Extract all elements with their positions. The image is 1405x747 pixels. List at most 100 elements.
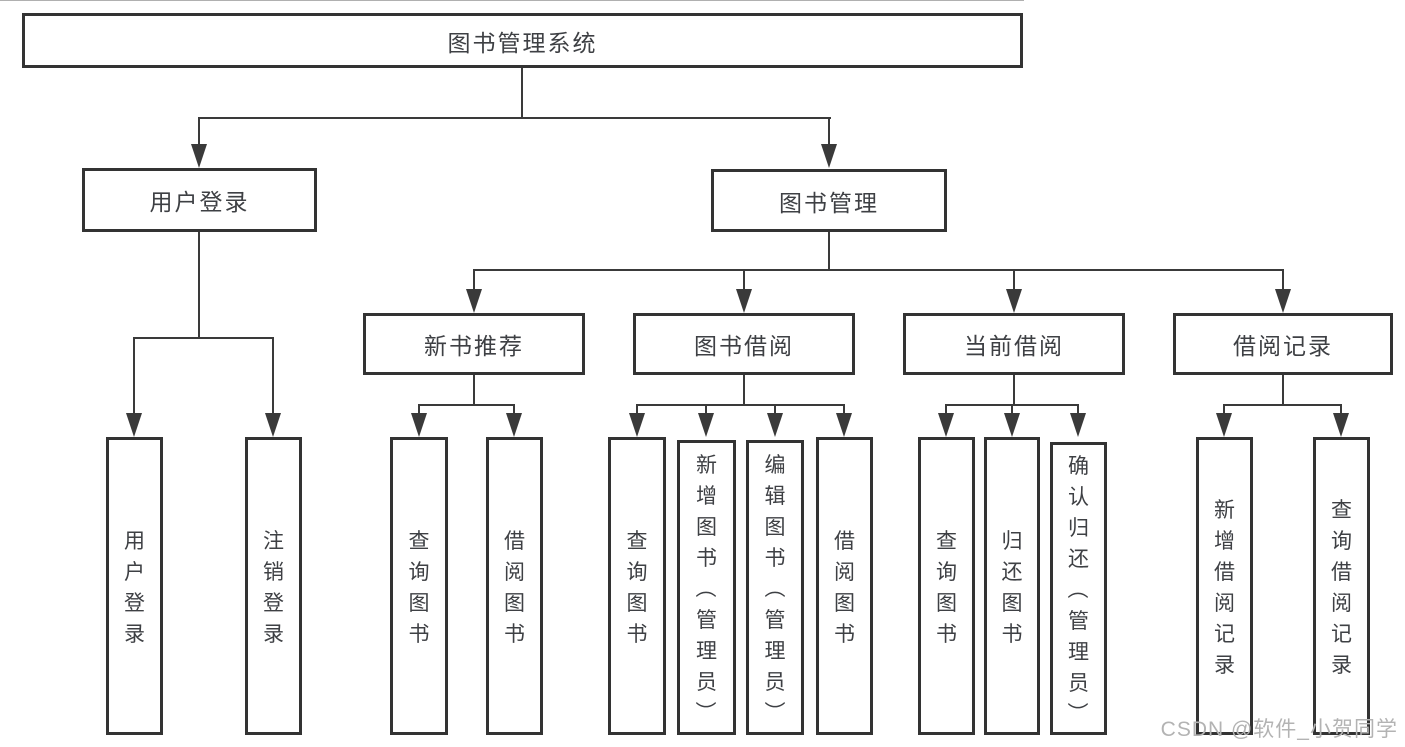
vertical-char: 理 <box>696 639 717 663</box>
vertical-char: 书 <box>936 622 957 646</box>
connector-bookmgmt-shaft <box>743 269 745 291</box>
vertical-char: 编 <box>764 453 786 477</box>
vertical-char: 新 <box>696 453 717 477</box>
vertical-char: 户 <box>124 560 145 584</box>
arrow-down-icon <box>466 289 482 313</box>
vertical-char: 注 <box>263 529 284 553</box>
vertical-char: 增 <box>696 484 717 508</box>
vertical-char: 登 <box>263 591 284 615</box>
vertical-char: 书 <box>764 546 786 570</box>
leaf-borrow-query-books: 查询图书 <box>608 437 666 735</box>
vertical-char: 查 <box>1331 498 1352 522</box>
vertical-char: 录 <box>1331 653 1352 677</box>
vertical-char: 询 <box>936 560 957 584</box>
leaf-current-confirm-return-admin: 确认归还（管理员） <box>1050 442 1107 735</box>
top-hairline <box>0 0 1024 1</box>
vertical-char: 图 <box>834 591 855 615</box>
vertical-char: 查 <box>408 529 430 553</box>
vertical-char: 管 <box>764 608 786 632</box>
arrow-down-icon <box>1216 413 1232 437</box>
leaf-current-query-books: 查询图书 <box>918 437 975 735</box>
leaf-logout: 注销登录 <box>245 437 302 735</box>
arrow-down-icon <box>1006 289 1022 313</box>
arrow-down-icon <box>506 413 522 437</box>
connector-root-vline <box>521 68 523 118</box>
arrow-down-icon <box>411 413 427 437</box>
arrow-down-icon <box>821 144 837 168</box>
arrow-down-icon <box>767 413 783 437</box>
connector-current-shaft <box>1077 404 1079 415</box>
node-book-management-label: 图书管理 <box>779 189 879 216</box>
node-book-borrow: 图书借阅 <box>633 313 855 375</box>
connector-userlogin-shaft <box>133 337 135 415</box>
vertical-char: 还 <box>1068 547 1089 571</box>
arrow-down-icon <box>698 413 714 437</box>
connector-bookmgmt-vline <box>828 232 830 271</box>
connector-newbook-vline <box>473 375 475 406</box>
vertical-char: ） <box>1065 702 1089 723</box>
vertical-char: 询 <box>626 560 648 584</box>
arrow-down-icon <box>736 289 752 313</box>
connector-bookmgmt-hline <box>473 269 1284 271</box>
vertical-char: 录 <box>1214 653 1235 677</box>
vertical-char: 查 <box>936 529 957 553</box>
vertical-char: ） <box>762 701 785 722</box>
vertical-char: 询 <box>1331 529 1352 553</box>
node-book-borrow-label: 图书借阅 <box>694 333 794 359</box>
leaf-records-query-record: 查询借阅记录 <box>1313 437 1370 735</box>
vertical-char: （ <box>693 577 717 598</box>
vertical-char: 询 <box>408 560 430 584</box>
vertical-char: 销 <box>263 560 284 584</box>
arrow-down-icon <box>1070 413 1086 437</box>
connector-newbook-shaft <box>513 404 515 415</box>
node-current-borrow-label: 当前借阅 <box>964 333 1064 359</box>
node-new-book-recommend: 新书推荐 <box>363 313 585 375</box>
connector-borrow-shaft <box>705 404 707 415</box>
vertical-char: 图 <box>1001 591 1023 615</box>
arrow-down-icon <box>1004 413 1020 437</box>
vertical-char: （ <box>1065 578 1089 599</box>
vertical-char: 书 <box>1001 622 1023 646</box>
vertical-char: 录 <box>263 622 284 646</box>
vertical-char: 理 <box>764 639 786 663</box>
connector-current-shaft <box>945 404 947 415</box>
vertical-char: 辑 <box>764 484 786 508</box>
connector-current-shaft <box>1011 404 1013 415</box>
leaf-borrow-borrow-books: 借阅图书 <box>816 437 873 735</box>
vertical-char: 图 <box>936 591 957 615</box>
connector-root-right-shaft <box>828 117 830 147</box>
vertical-char: 阅 <box>1214 591 1235 615</box>
connector-records-vline <box>1282 375 1284 406</box>
connector-newbook-hline <box>418 404 515 406</box>
arrow-down-icon <box>629 413 645 437</box>
vertical-char: 用 <box>124 529 145 553</box>
vertical-char: 登 <box>124 591 145 615</box>
vertical-char: 借 <box>834 529 855 553</box>
node-borrow-records-label: 借阅记录 <box>1233 333 1333 359</box>
connector-borrow-shaft <box>774 404 776 415</box>
node-current-borrow: 当前借阅 <box>903 313 1125 375</box>
connector-userlogin-hline <box>133 337 274 339</box>
connector-bookmgmt-shaft <box>473 269 475 291</box>
vertical-char: 书 <box>408 622 430 646</box>
vertical-char: 认 <box>1068 485 1089 509</box>
csdn-watermark: CSDN @软件_小贺同学 <box>1160 718 1398 741</box>
connector-borrow-shaft <box>636 404 638 415</box>
node-new-book-recommend-label: 新书推荐 <box>424 333 524 359</box>
arrow-down-icon <box>938 413 954 437</box>
vertical-char: 书 <box>504 622 525 646</box>
connector-records-hline <box>1223 404 1342 406</box>
leaf-records-add-record: 新增借阅记录 <box>1196 437 1253 735</box>
node-root-label: 图书管理系统 <box>447 29 598 56</box>
node-root: 图书管理系统 <box>22 13 1023 68</box>
node-user-login: 用户登录 <box>82 168 317 232</box>
vertical-char: 阅 <box>504 560 525 584</box>
connector-userlogin-vline <box>198 232 200 339</box>
vertical-char: 还 <box>1001 560 1023 584</box>
vertical-char: 书 <box>696 546 717 570</box>
vertical-char: 图 <box>696 515 717 539</box>
vertical-char: 管 <box>1068 609 1089 633</box>
vertical-char: 书 <box>834 622 855 646</box>
leaf-borrow-add-books-admin: 新增图书（管理员） <box>677 440 736 735</box>
